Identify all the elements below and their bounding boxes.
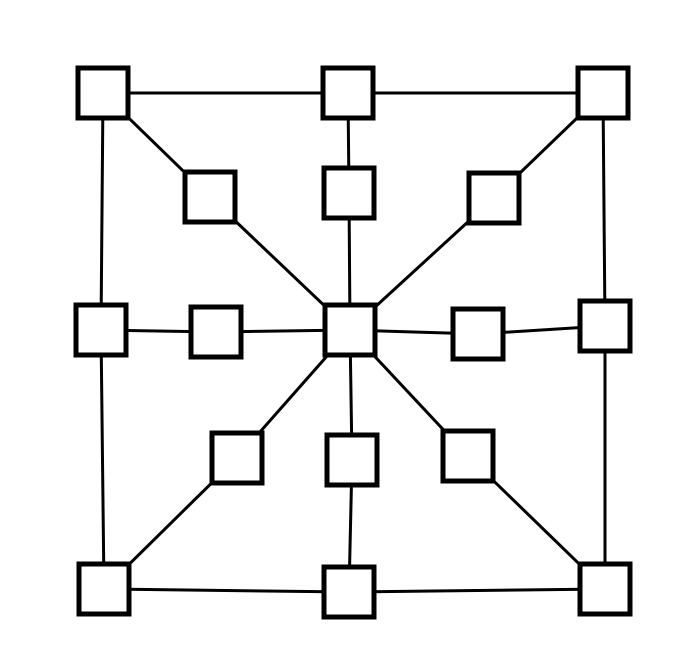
node-inner-upper-left — [182, 169, 238, 225]
node-center — [322, 302, 378, 358]
node-top-center — [320, 65, 376, 121]
node-middle-right — [577, 298, 633, 354]
node-inner-top — [321, 165, 377, 221]
node-inner-upper-right — [466, 170, 522, 226]
node-inner-lower-right — [440, 428, 496, 484]
node-layer — [73, 65, 633, 620]
node-middle-left — [73, 302, 129, 358]
node-inner-right — [450, 306, 506, 362]
node-inner-lower-left — [209, 430, 265, 486]
node-bottom-center — [321, 564, 377, 620]
node-top-left — [75, 65, 131, 121]
edge-bottom-left-to-bottom-center — [102, 587, 351, 594]
edge-top-right-to-middle-right — [601, 91, 607, 328]
edge-middle-left-to-bottom-left — [99, 328, 106, 591]
edge-bottom-center-to-bottom-right — [347, 587, 607, 594]
node-inner-bottom — [324, 432, 380, 488]
edge-top-left-to-middle-left — [99, 91, 105, 332]
node-bottom-right — [577, 561, 633, 617]
node-bottom-left — [76, 561, 132, 617]
node-inner-left — [188, 304, 244, 360]
node-top-right — [575, 65, 631, 121]
